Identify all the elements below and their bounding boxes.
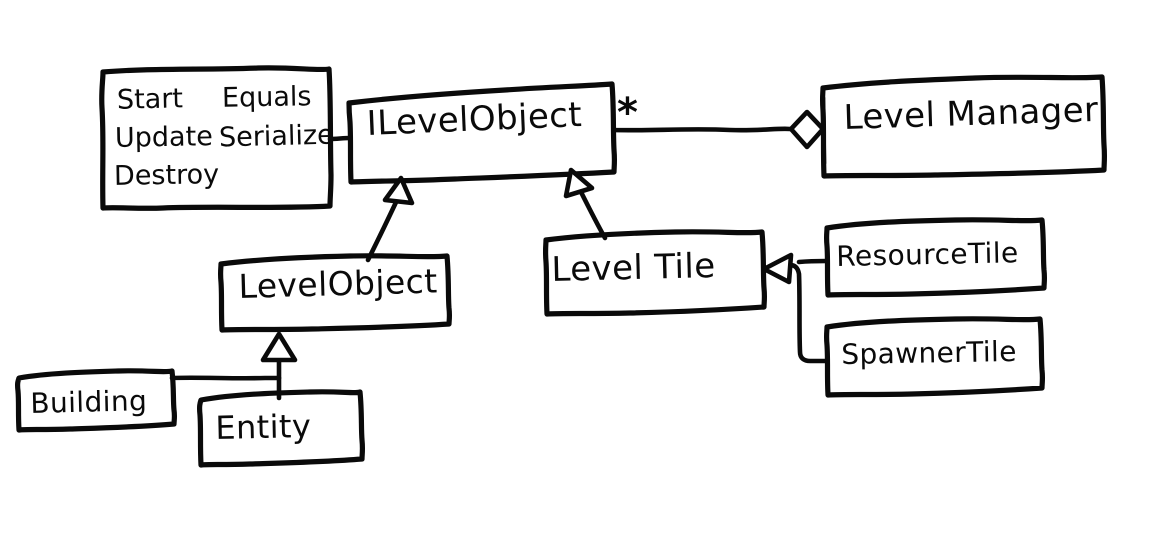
connector-levelobject-to-ilevelobject xyxy=(365,195,401,263)
levelobject-box-shape xyxy=(217,253,453,333)
note-member-start: Start xyxy=(116,83,184,116)
note-member-destroy: Destroy xyxy=(113,159,220,192)
aggregation-edge-tick xyxy=(820,95,827,166)
multiplicity-label-star: * xyxy=(617,90,638,136)
class-label-spawnertile: SpawnerTile xyxy=(841,334,1018,371)
building-box-shape xyxy=(14,368,178,433)
class-label-resourcetile: ResourceTile xyxy=(836,236,1019,273)
note-member-equals: Equals xyxy=(221,81,312,114)
note-member-update: Update xyxy=(114,121,214,154)
class-label-levelmanager: Level Manager xyxy=(843,89,1099,138)
class-label-entity: Entity xyxy=(215,406,312,447)
class-label-levelobject: LevelObject xyxy=(238,261,438,306)
resourcetile-box-shape xyxy=(823,217,1048,298)
generalization-arrow-tiles xyxy=(761,252,794,285)
generalization-arrow-levelobject xyxy=(382,175,415,206)
aggregation-diamond xyxy=(788,109,826,150)
generalization-arrow-levelobject-subclasses xyxy=(260,331,298,363)
connector-note-to-ilevelobject xyxy=(327,135,353,142)
generalization-arrow-leveltile xyxy=(563,167,595,199)
class-label-building: Building xyxy=(30,384,148,420)
connector-resourcetile-stub xyxy=(796,258,830,265)
note-box-shape xyxy=(99,65,334,211)
note-member-serialize: Serialize xyxy=(218,119,335,154)
entity-box-shape xyxy=(196,389,366,468)
connector-aggregation-line xyxy=(611,126,793,133)
spawnertile-box-shape xyxy=(823,316,1046,398)
connector-building-branch xyxy=(169,375,282,381)
leveltile-box-shape xyxy=(542,229,768,317)
connector-tiles-elbow xyxy=(787,262,830,364)
ilevelobject-box-shape xyxy=(346,81,618,185)
connector-leveltile-to-ilevelobject xyxy=(577,187,608,241)
class-label-leveltile: Level Tile xyxy=(551,245,717,290)
